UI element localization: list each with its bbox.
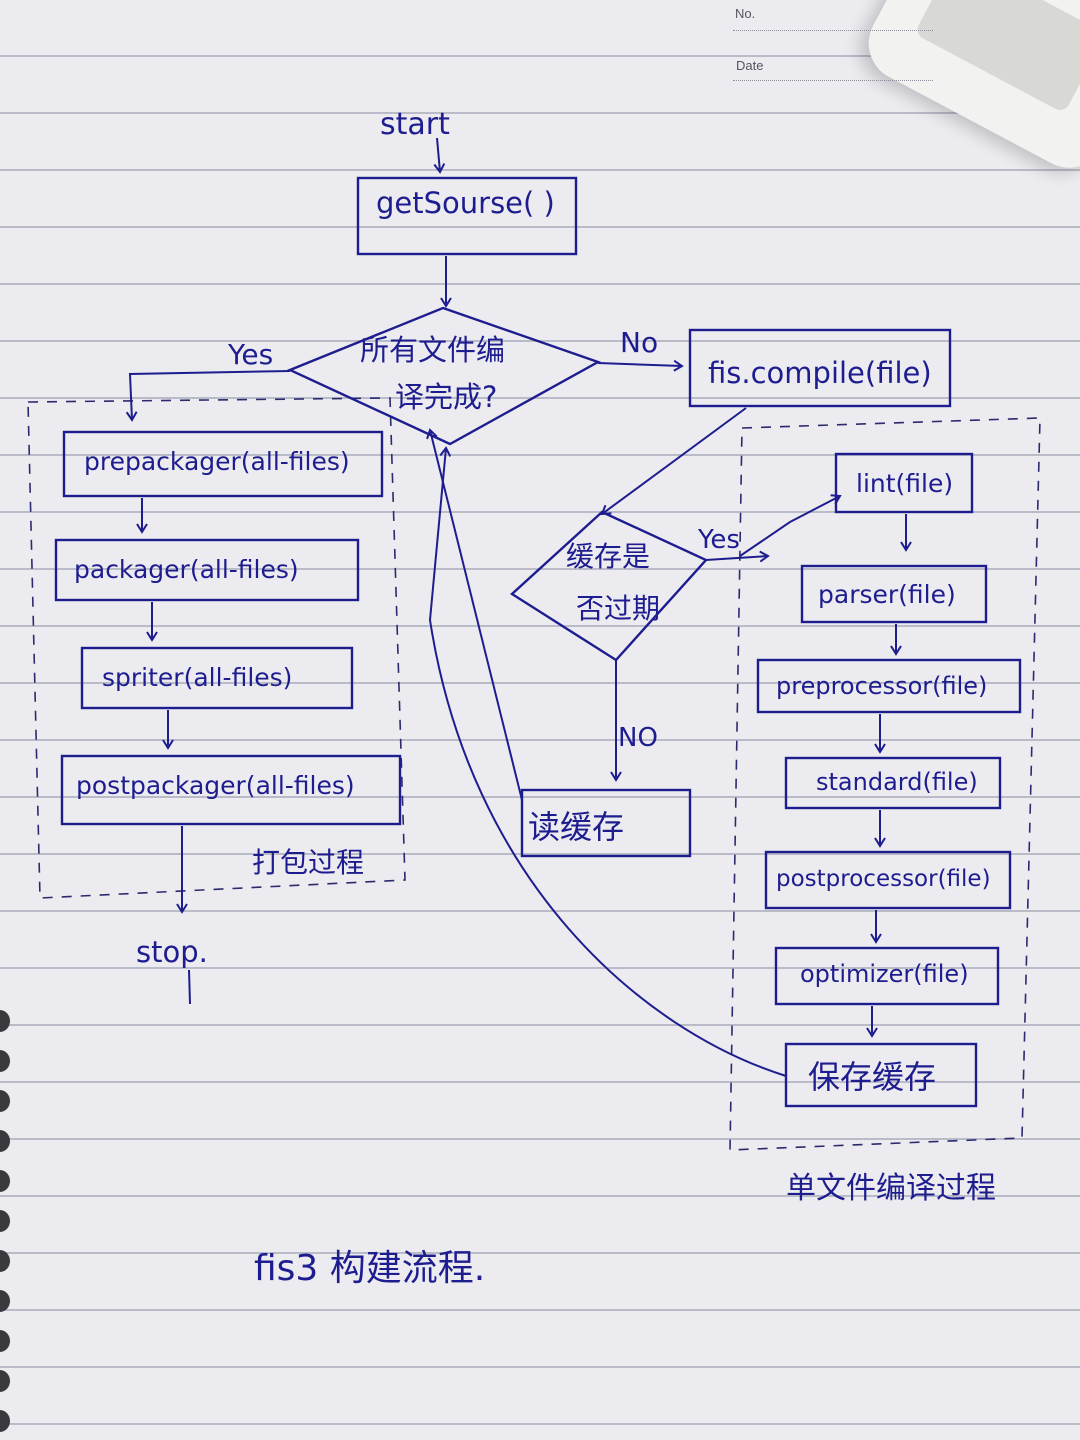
arrow-start	[433, 137, 446, 174]
get-source-label: getSourse( )	[376, 186, 555, 220]
arrow-to-lint	[739, 494, 842, 557]
arrow-no	[597, 359, 684, 372]
preprocessor-box	[756, 658, 1022, 714]
binder-hole	[0, 1010, 10, 1032]
binder-hole	[0, 1050, 10, 1072]
stop-label: stop.	[136, 935, 208, 969]
binder-hole	[0, 1410, 10, 1432]
date-label: Date	[736, 58, 764, 73]
postprocessor-label: postprocessor(file)	[776, 866, 991, 892]
binder-hole	[0, 1210, 10, 1232]
arrow-read-cache-back	[426, 428, 523, 801]
optimizer-label: optimizer(file)	[800, 960, 969, 988]
binder-hole	[0, 1370, 10, 1392]
standard-label: standard(file)	[816, 768, 978, 796]
single-file-compile-group	[729, 417, 1041, 1151]
no-label: No.	[735, 6, 756, 21]
arrow-cache-yes	[705, 550, 770, 563]
single-group-label: 单文件编译过程	[786, 1171, 996, 1206]
postpackager-box	[60, 754, 402, 826]
yes-label: Yes	[227, 338, 273, 371]
packager-box	[54, 538, 360, 602]
fis-compile-label: fis.compile(file)	[708, 356, 932, 390]
parser-box	[800, 564, 988, 624]
decision-all-compiled-line1: 所有文件编	[360, 333, 505, 367]
start-label: start	[380, 107, 450, 142]
decision-cache-line2: 否过期	[576, 592, 660, 625]
binder-hole	[0, 1130, 10, 1152]
preprocessor-label: preprocessor(file)	[776, 672, 987, 700]
date-field-line	[733, 80, 933, 82]
cache-yes-label: Yes	[697, 525, 740, 555]
read-cache-label: 读缓存	[528, 808, 624, 846]
postprocessor-box	[764, 850, 1012, 910]
binder-hole	[0, 1170, 10, 1192]
cache-no-label: NO	[618, 723, 658, 753]
standard-box	[784, 756, 1002, 810]
prepackager-label: prepackager(all-files)	[84, 447, 350, 476]
postpackager-label: postpackager(all-files)	[76, 771, 355, 800]
decision-all-compiled	[286, 306, 601, 446]
read-cache-box	[520, 788, 692, 858]
save-cache-label: 保存缓存	[808, 1058, 936, 1096]
binder-hole	[0, 1250, 10, 1272]
lint-box	[834, 452, 974, 514]
binder-hole	[0, 1090, 10, 1112]
diagram-title: fis3 构建流程.	[254, 1248, 485, 1289]
decision-cache-line1: 缓存是	[566, 540, 650, 573]
arrow-save-cache-back	[428, 446, 787, 1077]
arrow-yes	[125, 370, 291, 422]
arrow-compile-cache	[600, 407, 747, 516]
no-field-line	[733, 30, 933, 32]
optimizer-box	[774, 946, 1000, 1006]
decision-cache-expired	[510, 510, 708, 662]
pack-group-label: 打包过程	[252, 846, 364, 879]
prepackager-box	[62, 430, 384, 498]
lint-label: lint(file)	[856, 469, 953, 498]
decision-all-compiled-line2: 译完成?	[395, 380, 497, 414]
no-label: No	[620, 326, 658, 359]
spriter-box	[80, 646, 354, 710]
fis-compile-box	[688, 328, 952, 408]
get-source-box	[356, 176, 578, 256]
binder-hole	[0, 1330, 10, 1352]
parser-label: parser(file)	[818, 580, 956, 609]
binder-holes	[0, 0, 18, 1440]
binder-hole	[0, 1290, 10, 1312]
packager-label: packager(all-files)	[74, 555, 299, 584]
spriter-label: spriter(all-files)	[102, 663, 292, 692]
pack-process-group	[27, 397, 406, 899]
stop-stroke	[188, 969, 191, 1005]
